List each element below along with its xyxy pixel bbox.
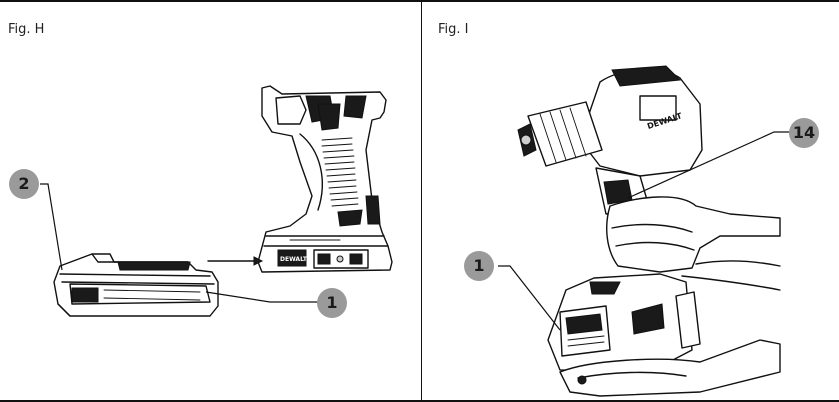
callout-number: 2 xyxy=(18,174,30,193)
drill-body-drawing: DEWALT xyxy=(257,85,393,273)
bottom-rule xyxy=(0,400,839,402)
drill-grip-texture xyxy=(321,137,359,207)
callout-number: 14 xyxy=(792,123,816,142)
figure-h-label: Fig. H xyxy=(8,22,45,37)
hand-drawing xyxy=(606,196,781,291)
drill-foot-brand: DEWALT xyxy=(280,256,308,263)
figure-h-illustration: DEWALT xyxy=(40,85,393,317)
drill-head-drawing: DEWALT xyxy=(517,65,703,215)
insert-arrow xyxy=(207,256,264,266)
callout-1-release-button-fig-i: 1 xyxy=(464,251,494,281)
callout-2-battery-pack: 2 xyxy=(9,169,39,199)
callout-1-release-button: 1 xyxy=(317,288,347,318)
callout-14-chuck: 14 xyxy=(789,118,819,148)
panel-divider xyxy=(421,0,423,402)
leader-2 xyxy=(40,183,63,271)
callout-number: 1 xyxy=(326,293,338,312)
drill-housing-brand: DEWALT xyxy=(646,111,684,131)
battery-pack-drawing xyxy=(53,253,219,317)
callout-number: 1 xyxy=(473,256,485,275)
lower-hand-drawing xyxy=(559,339,781,397)
leader-1h xyxy=(205,291,318,303)
leader-1i xyxy=(498,265,561,331)
top-rule xyxy=(0,0,839,2)
figure-i-label: Fig. I xyxy=(438,22,469,37)
drill-battery-drawing xyxy=(547,273,701,373)
leader-14 xyxy=(627,131,790,199)
